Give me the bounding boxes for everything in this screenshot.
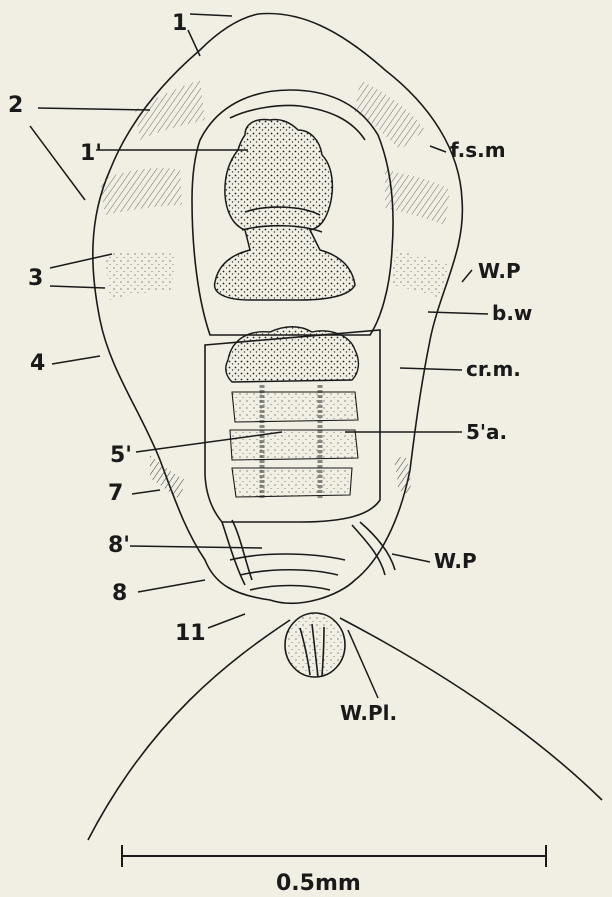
label-5-prime: 5'	[110, 443, 132, 468]
abdominal-plate	[205, 327, 380, 522]
label-crm: cr.m.	[466, 357, 521, 381]
label-wp-lower: W.P	[434, 549, 477, 573]
label-1-prime: 1'	[80, 141, 102, 166]
label-wp-upper: W.P	[478, 259, 521, 283]
label-4: 4	[30, 351, 45, 376]
label-1: 1	[172, 11, 187, 36]
label-wpl: W.Pl.	[340, 701, 397, 725]
label-7: 7	[108, 481, 123, 506]
body-outline	[93, 13, 463, 603]
label-5a: 5'a.	[466, 420, 507, 444]
label-3: 3	[28, 266, 43, 291]
label-8: 8	[112, 581, 127, 606]
head-capsule	[215, 119, 355, 300]
label-fsm: f.s.m	[450, 138, 506, 162]
label-bw: b.w	[492, 301, 532, 325]
scale-bar-label: 0.5mm	[276, 871, 361, 896]
caudal-appendage	[285, 613, 345, 677]
posterior-segments	[222, 520, 395, 590]
scale-bar: 0.5mm	[122, 845, 546, 896]
label-11: 11	[175, 621, 206, 646]
label-8-prime: 8'	[108, 533, 130, 558]
label-2: 2	[8, 93, 23, 118]
